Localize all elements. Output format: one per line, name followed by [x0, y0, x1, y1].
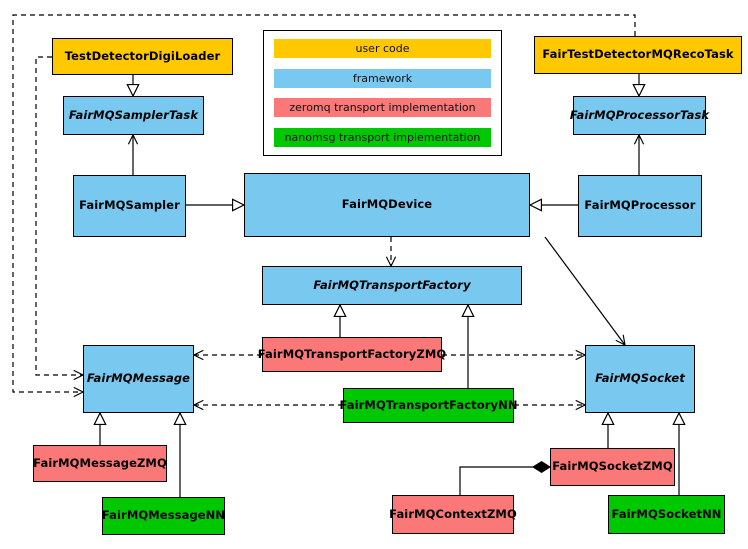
legend-item-nanomsg: nanomsg transport implementation [274, 127, 491, 147]
class-box-fairmqsamplertask[interactable]: FairMQSamplerTask [63, 96, 204, 135]
class-box-fairmqmessage[interactable]: FairMQMessage [83, 345, 194, 413]
edge-socketzmq-contextzmq [459, 467, 550, 495]
edge-device-socket [544, 236, 626, 347]
legend-item-framework: framework [274, 68, 491, 88]
legend-item-user-code: user code [274, 39, 491, 58]
class-box-fairmqmessagenn[interactable]: FairMQMessageNN [102, 497, 225, 535]
class-box-fairmqsocketzmq[interactable]: FairMQSocketZMQ [550, 448, 675, 486]
class-box-fairmqtransportfactoryzmq[interactable]: FairMQTransportFactoryZMQ [258, 337, 446, 372]
class-box-fairtestdetectormqrecotask[interactable]: FairTestDetectorMQRecoTask [534, 36, 742, 74]
legend: user code framework zeromq transport imp… [263, 30, 502, 156]
class-box-fairmqdevice[interactable]: FairMQDevice [244, 173, 530, 237]
class-box-fairmqsocket[interactable]: FairMQSocket [585, 345, 695, 413]
legend-label: nanomsg transport implementation [284, 130, 481, 144]
legend-label: user code [355, 42, 410, 55]
class-box-fairmqsampler[interactable]: FairMQSampler [73, 175, 186, 237]
class-box-fairmqprocessortask[interactable]: FairMQProcessorTask [570, 96, 709, 135]
class-box-fairmqprocessor[interactable]: FairMQProcessor [578, 175, 702, 237]
legend-label: zeromq transport implementation [289, 101, 476, 115]
class-box-fairmqmessagezmq[interactable]: FairMQMessageZMQ [33, 445, 167, 482]
legend-item-zeromq: zeromq transport implementation [274, 98, 491, 118]
class-box-fairmqsocketnn[interactable]: FairMQSocketNN [608, 495, 725, 534]
class-box-fairmqtransportfactory[interactable]: FairMQTransportFactory [262, 266, 522, 305]
class-box-fairmqtransportfactorynn[interactable]: FairMQTransportFactoryNN [339, 388, 517, 423]
legend-label: framework [352, 71, 413, 85]
class-box-fairmqcontextzmq[interactable]: FairMQContextZMQ [389, 495, 517, 534]
class-box-testdetectordigiloader[interactable]: TestDetectorDigiLoader [52, 38, 233, 75]
